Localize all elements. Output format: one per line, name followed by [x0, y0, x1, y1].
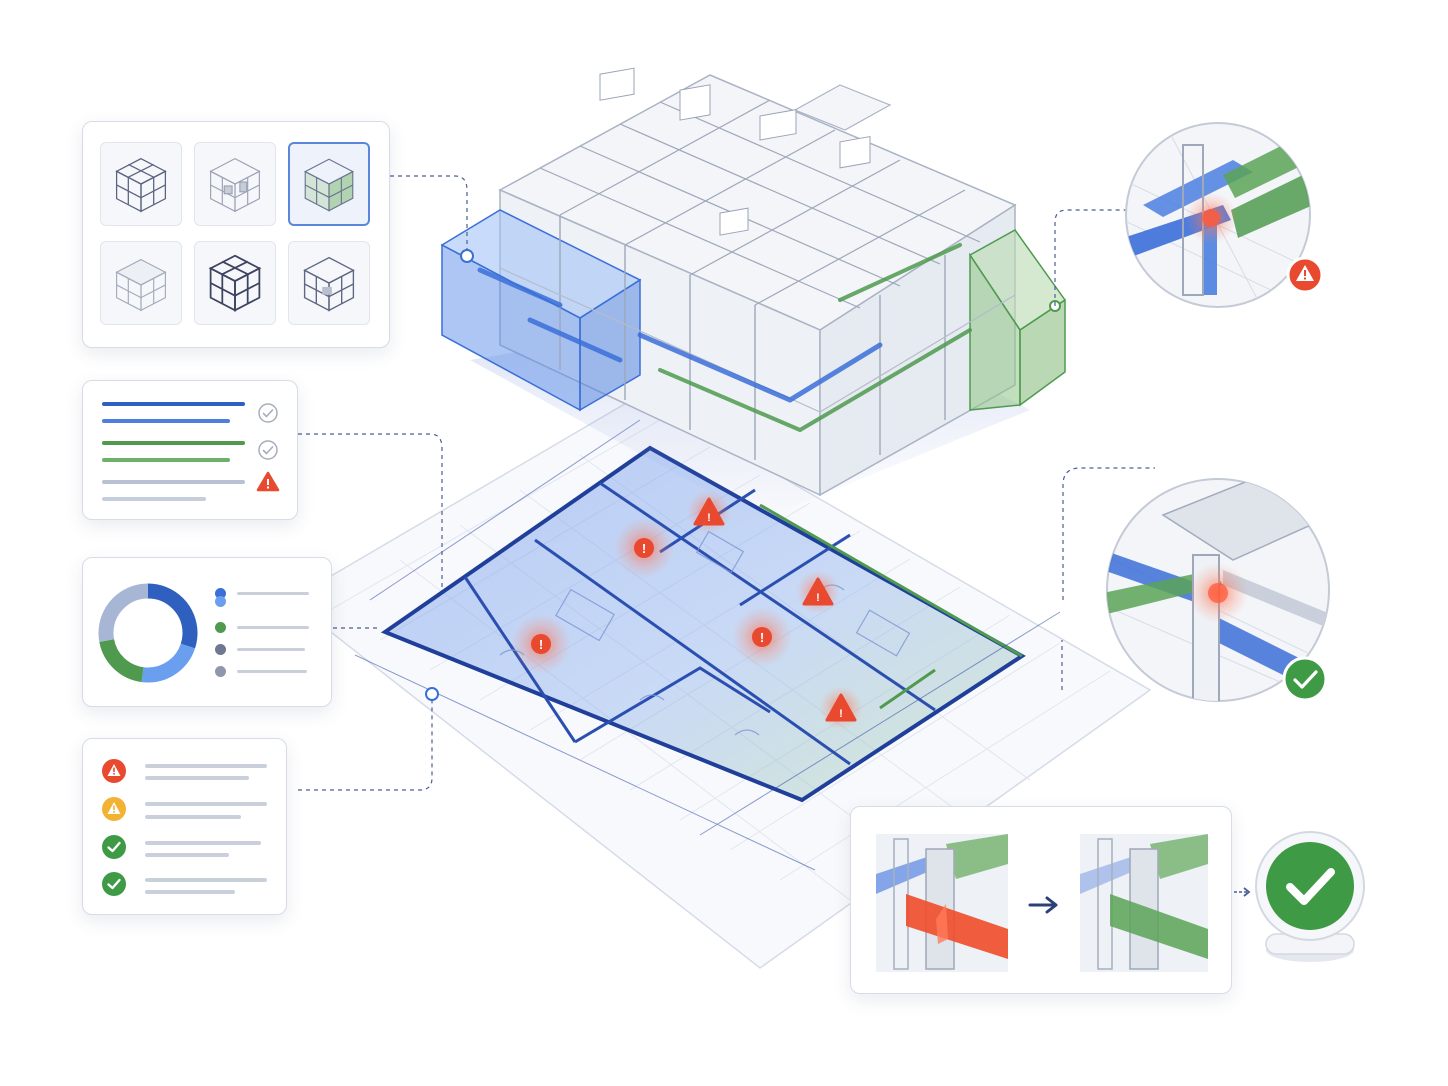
donut-chart [98, 583, 198, 683]
clash-detail-bottom[interactable] [1103, 475, 1343, 715]
legend-dot [215, 596, 226, 607]
clash-detail-after[interactable] [1080, 834, 1208, 972]
issue-list-panel [82, 738, 287, 915]
wireframe-cube-icon [115, 258, 167, 312]
legend-dot [215, 666, 226, 677]
warning-icon [102, 759, 126, 783]
svg-text:!: ! [760, 630, 764, 645]
check-badge-icon [1255, 831, 1365, 962]
warning-icon [102, 797, 126, 821]
arrow-right-icon [1234, 887, 1251, 897]
check-icon [258, 440, 278, 460]
layer-bar [102, 480, 245, 484]
view-thumbnail-4[interactable] [100, 241, 182, 325]
donut-segment [98, 583, 198, 683]
view-thumbnail-5[interactable] [194, 241, 276, 325]
layer-bar [102, 441, 245, 445]
arrow-right-icon [1028, 896, 1058, 914]
layer-bar [102, 402, 245, 406]
legend-bar [237, 626, 309, 629]
svg-text:!: ! [816, 592, 820, 604]
check-icon [102, 872, 126, 896]
layer-list-panel [82, 380, 298, 520]
layer-bar [102, 497, 206, 501]
clash-markers: ! ! ! ! ! ! [511, 490, 863, 730]
view-thumbnail-6[interactable] [288, 241, 370, 325]
donut-segment [98, 583, 198, 683]
wireframe-cube-icon [115, 157, 167, 213]
legend-dot [215, 644, 226, 655]
svg-text:!: ! [642, 541, 646, 556]
warning-icon [1286, 256, 1324, 294]
svg-text:!: ! [539, 637, 543, 652]
view-thumbnail-2[interactable] [194, 142, 276, 226]
legend-dot [215, 622, 226, 633]
check-icon [1282, 656, 1328, 702]
warning-icon [256, 471, 280, 492]
legend-bar [237, 648, 305, 651]
svg-text:!: ! [707, 512, 711, 524]
layer-bar [102, 458, 230, 462]
clash-marker-3: ! [732, 607, 792, 667]
legend-bar [237, 592, 309, 595]
resolution-panel [850, 806, 1232, 994]
legend-dot [215, 588, 226, 599]
warning-marker-3: ! [819, 686, 863, 730]
clash-marker-2: ! [511, 614, 571, 674]
wireframe-cube-icon [209, 157, 261, 213]
wireframe-cube-icon [303, 256, 355, 312]
building-model [440, 67, 1067, 497]
legend [213, 558, 323, 708]
connector-lines [298, 175, 1155, 791]
view-selector-panel [82, 121, 390, 348]
wireframe-cube-icon [303, 158, 355, 212]
check-icon [258, 403, 278, 423]
svg-text:!: ! [839, 708, 843, 720]
clash-detail-top[interactable] [1123, 120, 1324, 320]
statistics-panel [82, 557, 332, 707]
clash-detail-before[interactable] [876, 834, 1008, 972]
view-thumbnail-1[interactable] [100, 142, 182, 226]
legend-bar [237, 670, 307, 673]
layer-bar [102, 419, 230, 423]
warning-marker-2: ! [796, 570, 840, 614]
view-thumbnail-3[interactable] [288, 142, 370, 226]
check-icon [102, 835, 126, 859]
wireframe-cube-icon [208, 254, 262, 312]
clash-marker-1: ! [614, 518, 674, 578]
warning-marker-1: ! [687, 490, 731, 534]
